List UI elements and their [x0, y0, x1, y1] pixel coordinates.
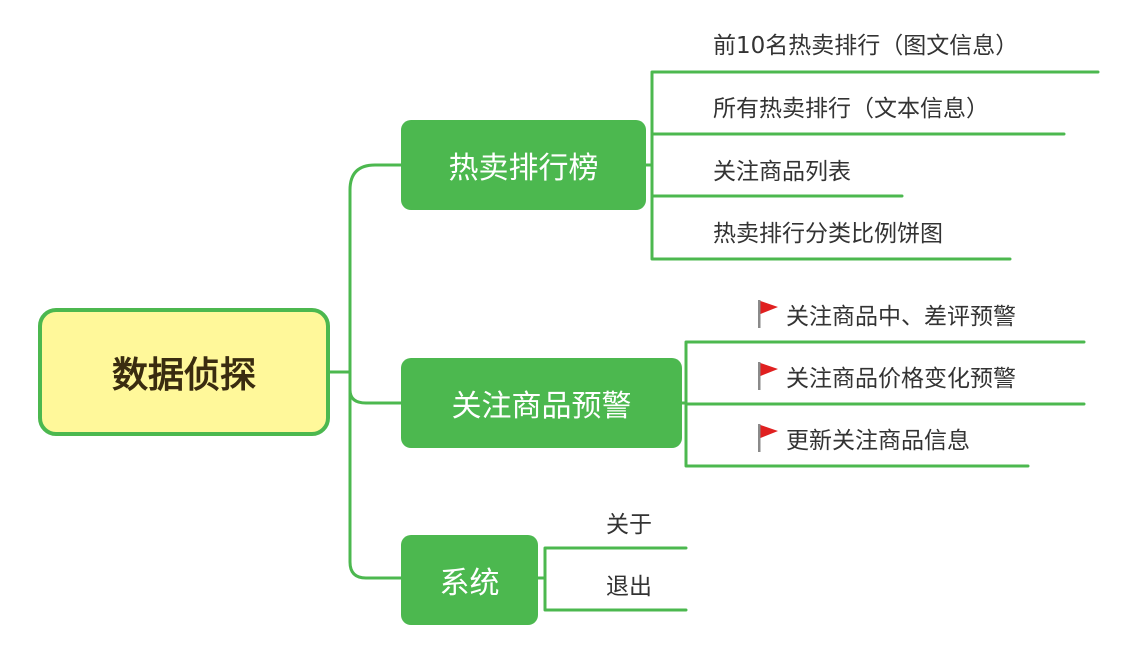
branch-label: 系统 — [439, 566, 500, 601]
leaf-all-ranking: 所有热卖排行（文本信息） — [713, 96, 989, 122]
branch-hot-ranking: 热卖排行榜 — [401, 120, 646, 210]
connector-branch-1 — [644, 70, 1100, 261]
red-flag-icon — [758, 362, 778, 390]
connector-branch-3 — [536, 546, 688, 612]
leaf-exit: 退出 — [606, 574, 652, 600]
root-label: 数据侦探 — [111, 355, 256, 396]
branch-label: 关注商品预警 — [451, 389, 632, 424]
branch-watch-alerts: 关注商品预警 — [401, 358, 682, 448]
leaf-category-pie: 热卖排行分类比例饼图 — [713, 221, 943, 247]
leaf-top10-ranking: 前10名热卖排行（图文信息） — [713, 33, 1019, 59]
branch-label: 热卖排行榜 — [448, 151, 599, 186]
leaf-about: 关于 — [606, 512, 652, 538]
red-flag-icon — [758, 424, 778, 452]
leaf-price-alert: 关注商品价格变化预警 — [756, 360, 1016, 392]
leaf-update-watch: 更新关注商品信息 — [756, 422, 970, 454]
leaf-review-alert: 关注商品中、差评预警 — [756, 298, 1016, 330]
red-flag-icon — [758, 300, 778, 328]
branch-system: 系统 — [401, 535, 538, 625]
connector-root-trunk — [328, 163, 403, 580]
connector-branch-2 — [680, 340, 1086, 468]
leaf-watch-list: 关注商品列表 — [713, 159, 851, 185]
root-node-data-detective: 数据侦探 — [38, 308, 330, 436]
